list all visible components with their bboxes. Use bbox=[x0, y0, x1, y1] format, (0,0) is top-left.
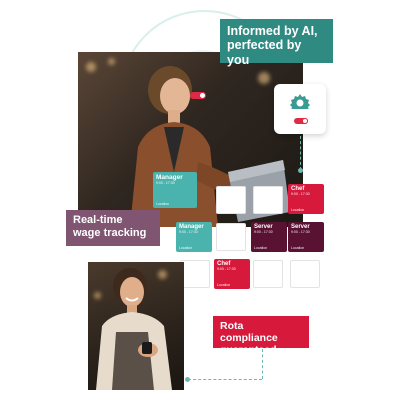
shift-card-server[interactable]: Server 9:00 - 17:30 Location bbox=[288, 222, 324, 252]
shift-location: Location bbox=[156, 202, 170, 206]
bokeh-light bbox=[158, 270, 167, 279]
toggle-switch-icon bbox=[294, 118, 308, 124]
bokeh-light bbox=[86, 62, 96, 72]
connector-dot bbox=[298, 168, 303, 173]
empty-shift-cell[interactable] bbox=[253, 260, 283, 288]
callout-rota-compliance: Rota compliance guaranteed bbox=[213, 316, 309, 356]
connector-line bbox=[262, 349, 263, 379]
shift-card-manager[interactable]: Manager 9:00 - 17:30 Location bbox=[176, 222, 212, 252]
empty-shift-cell[interactable] bbox=[253, 186, 283, 214]
photo-woman-phone bbox=[88, 262, 184, 390]
callout-ai: Informed by AI, perfected by you bbox=[220, 19, 333, 67]
connector-dot bbox=[185, 377, 190, 382]
shift-role: Server bbox=[254, 224, 273, 230]
bokeh-light bbox=[258, 72, 270, 84]
woman-figure bbox=[96, 268, 172, 390]
shift-time: 9:00 - 17:30 bbox=[217, 267, 236, 271]
shift-time: 9:00 - 17:30 bbox=[156, 181, 175, 185]
empty-shift-cell[interactable] bbox=[290, 260, 320, 288]
shift-location: Location bbox=[291, 246, 305, 250]
bokeh-light bbox=[94, 292, 101, 299]
shift-time: 9:00 - 17:30 bbox=[179, 230, 198, 234]
bokeh-light bbox=[108, 58, 115, 65]
shift-role: Server bbox=[291, 224, 310, 230]
connector-line bbox=[300, 136, 301, 170]
empty-shift-cell[interactable] bbox=[216, 223, 246, 251]
callout-wage-tracking: Real-time wage tracking bbox=[66, 210, 160, 246]
shift-time: 9:00 - 17:30 bbox=[254, 230, 273, 234]
shift-role: Chef bbox=[217, 261, 231, 267]
shift-role: Manager bbox=[179, 224, 204, 230]
shift-time: 9:00 - 17:30 bbox=[291, 192, 310, 196]
shift-location: Location bbox=[217, 283, 231, 287]
gear-icon bbox=[285, 94, 315, 113]
settings-tile bbox=[274, 84, 326, 134]
shift-role: Chef bbox=[291, 186, 305, 192]
shift-card-chef[interactable]: Chef 9:00 - 17:30 Location bbox=[214, 259, 250, 289]
toggle-switch-icon bbox=[190, 92, 206, 99]
empty-shift-cell[interactable] bbox=[180, 260, 210, 288]
connector-line bbox=[188, 379, 262, 380]
shift-role: Manager bbox=[156, 174, 183, 181]
shift-card-chef[interactable]: Chef 9:00 - 17:30 Location bbox=[288, 184, 324, 214]
shift-time: 9:00 - 17:30 bbox=[291, 230, 310, 234]
shift-location: Location bbox=[291, 208, 305, 212]
shift-card-manager[interactable]: Manager 9:00 - 17:30 Location bbox=[153, 172, 197, 208]
empty-shift-cell[interactable] bbox=[216, 186, 246, 214]
shift-card-server[interactable]: Server 9:00 - 17:30 Location bbox=[251, 222, 287, 252]
shift-location: Location bbox=[179, 246, 193, 250]
shift-location: Location bbox=[254, 246, 268, 250]
